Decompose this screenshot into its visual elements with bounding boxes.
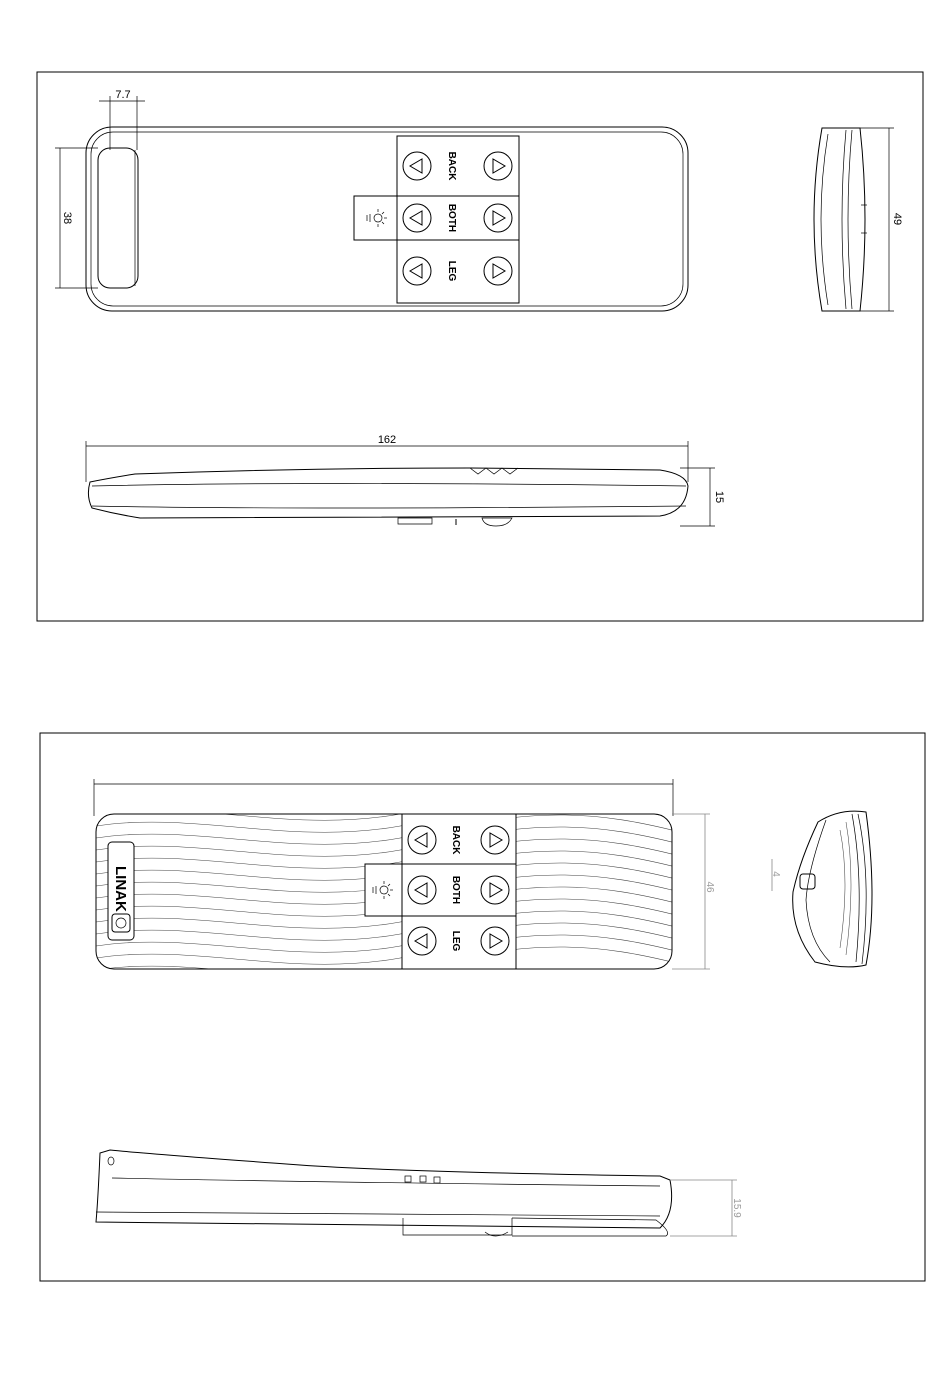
dim-side-detail: 4 — [770, 871, 781, 877]
back-down-button[interactable] — [403, 152, 431, 180]
drawing-1-frame — [37, 72, 923, 621]
light-button-2[interactable] — [365, 864, 402, 916]
brand-logo: LINAK — [112, 866, 129, 912]
dim-thickness-2: 15.9 — [731, 1198, 742, 1218]
side-view-2: 4 — [770, 811, 872, 967]
button-label-back-2: BACK — [450, 826, 461, 856]
dim-front-height: 46 — [704, 881, 715, 893]
drawing-1: BACK BOTH LEG 7.7 38 — [37, 72, 923, 621]
back-up-button[interactable] — [484, 152, 512, 180]
front-view-2: 15.9 — [96, 1150, 742, 1236]
light-button[interactable] — [354, 196, 397, 240]
button-label-leg: LEG — [446, 261, 457, 282]
side-view-1: 49 — [814, 128, 903, 311]
dim-total-length: 162 — [378, 434, 396, 446]
drawing-2: LINAK BACK BOTH LEG 46 — [40, 733, 925, 1281]
leg-up-button[interactable] — [484, 257, 512, 285]
button-label-both-2: BOTH — [450, 876, 461, 904]
dim-thickness: 15 — [713, 491, 725, 503]
leg-down-button[interactable] — [403, 257, 431, 285]
dim-grip-height: 38 — [61, 212, 73, 224]
both-up-button[interactable] — [484, 204, 512, 232]
dim-side-height: 49 — [891, 213, 903, 225]
grip-recess — [98, 148, 138, 288]
front-view-1: 162 15 — [86, 434, 725, 526]
both-down-button[interactable] — [403, 204, 431, 232]
button-panel — [397, 136, 519, 303]
light-bulb-icon — [367, 209, 387, 227]
top-view-2: LINAK BACK BOTH LEG 46 — [94, 779, 715, 976]
dim-grip-width: 7.7 — [115, 89, 130, 101]
button-label-leg-2: LEG — [450, 931, 461, 952]
button-label-both: BOTH — [446, 204, 457, 232]
button-label-back: BACK — [446, 152, 457, 182]
top-view-1: BACK BOTH LEG 7.7 38 — [55, 89, 688, 311]
